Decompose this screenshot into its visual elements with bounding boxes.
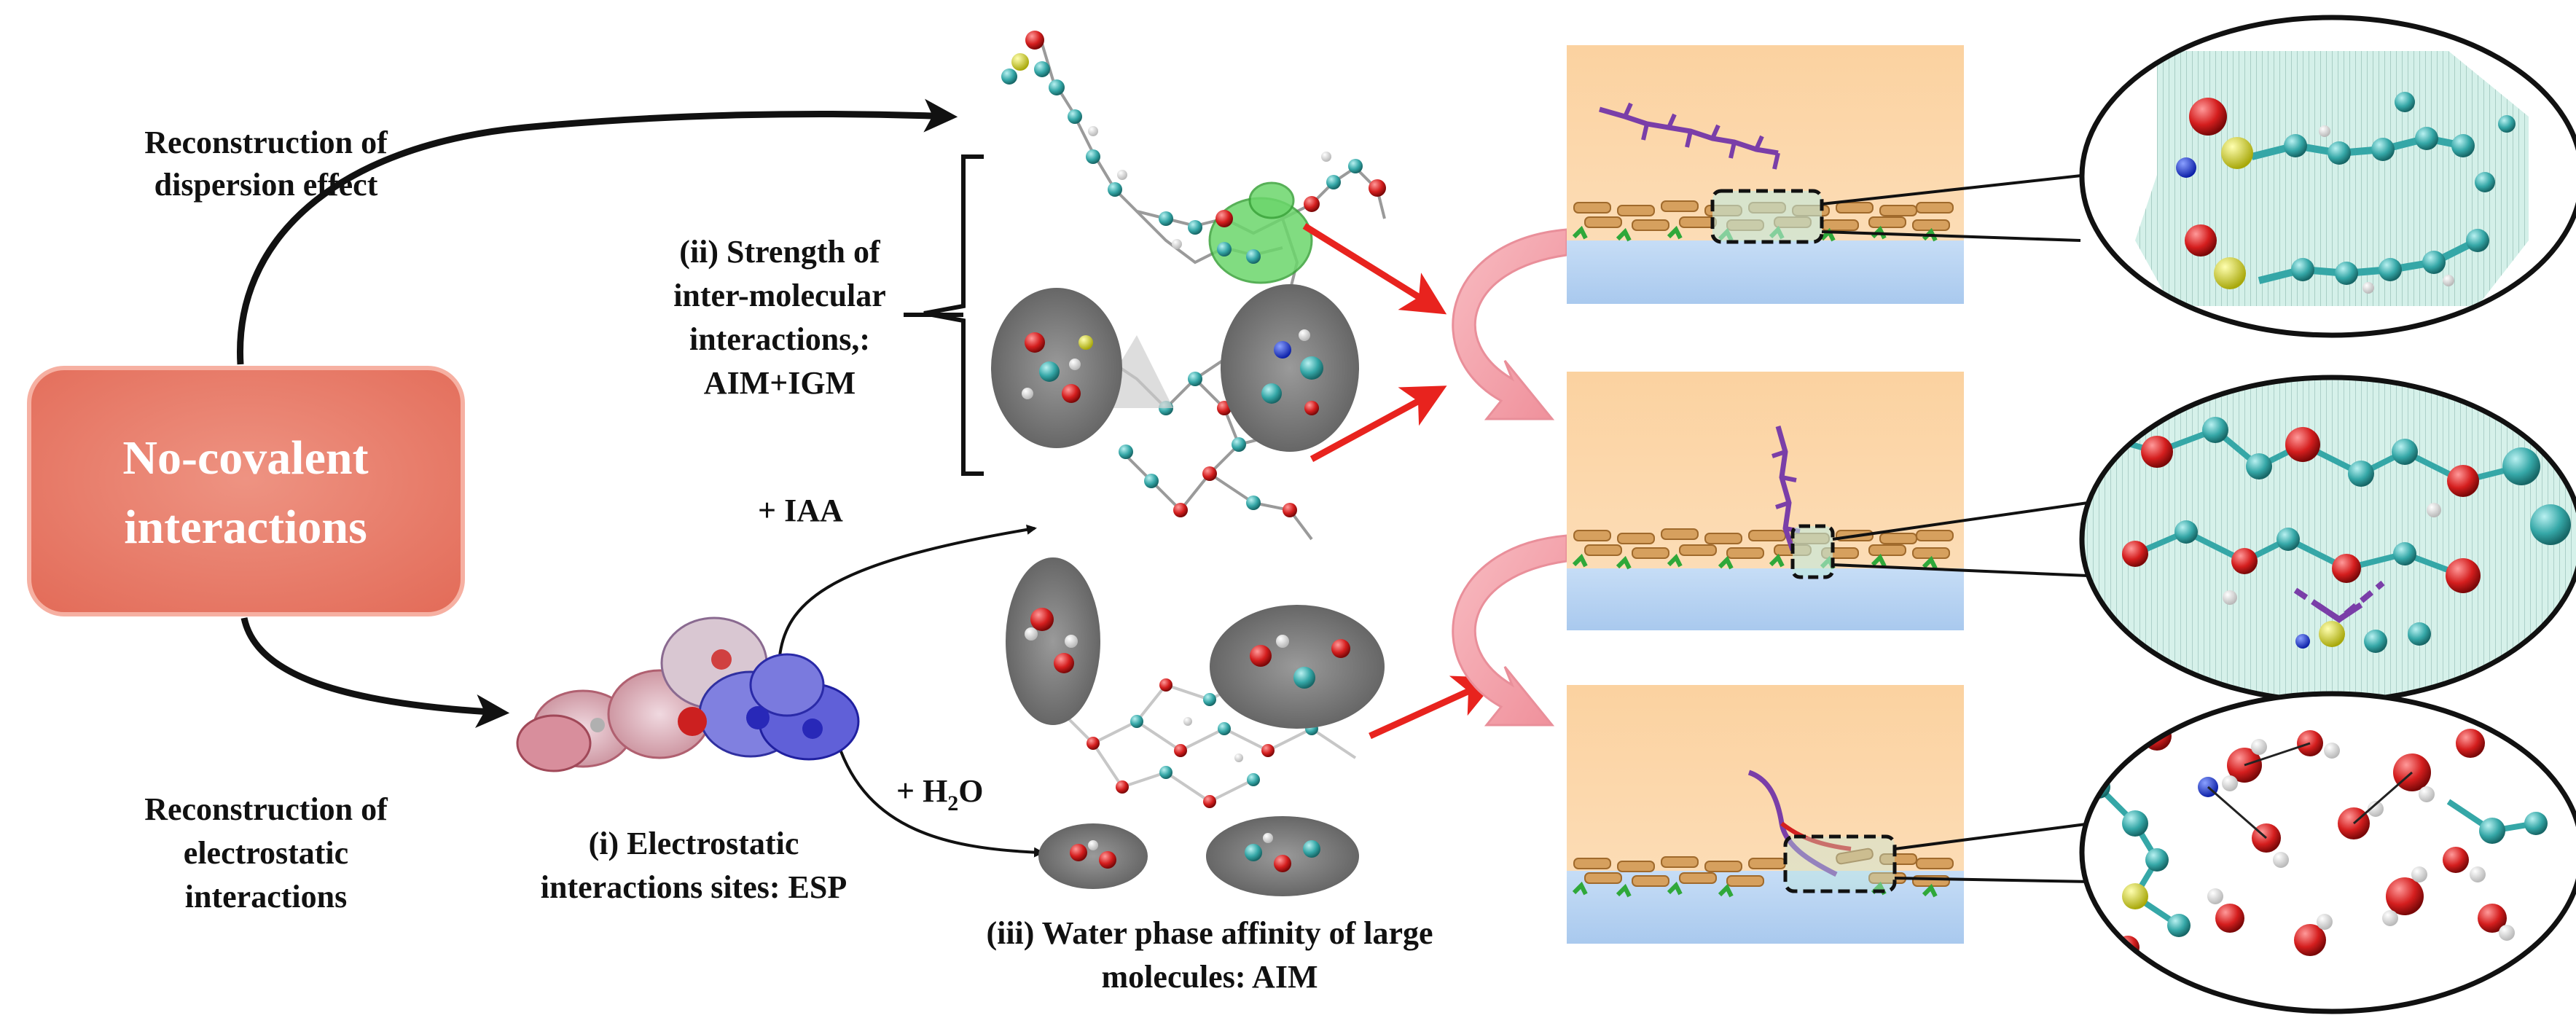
label-electrostatic-line2: electrostatic (184, 835, 348, 871)
label-strength-line3: interactions,: (689, 321, 870, 357)
label-iaa: + IAA (758, 493, 843, 528)
interface-panel-2 (1567, 372, 1964, 630)
central-box: No-covalent interactions (27, 366, 465, 616)
label-dispersion-line1: Reconstruction of (144, 125, 388, 160)
label-h2o: + H2O (896, 773, 984, 815)
arrow-esp-to-iaa (778, 524, 1037, 657)
zoom-circle-3 (2079, 691, 2576, 1014)
label-strength-line1: (ii) Strength of (679, 234, 881, 270)
igm-molecule-atoms (1001, 31, 1386, 321)
central-box-line2: interactions (124, 501, 367, 554)
pink-curve-arrow-2 (1452, 534, 1568, 727)
red-arrow-igm (1302, 223, 1447, 315)
central-box-line1: No-covalent (122, 431, 368, 485)
water-zoom-bottom-left (1038, 823, 1148, 889)
label-electrostatic-line3: interactions (185, 879, 347, 915)
label-water-line1: (iii) Water phase affinity of large (986, 915, 1433, 951)
water-zoom-top-right (1210, 605, 1385, 729)
aim-zoom-left (991, 288, 1173, 448)
interface-panel-1 (1567, 45, 1964, 304)
aim-zoom-right (1221, 284, 1359, 452)
red-arrow-water (1369, 676, 1498, 740)
label-water-line2: molecules: AIM (1102, 959, 1318, 995)
label-esp-line1: (i) Electrostatic (589, 826, 799, 861)
esp-surface-molecule (516, 616, 860, 772)
zoom-circle-2 (2079, 375, 2576, 704)
water-zoom-bottom-right (1206, 816, 1359, 896)
red-arrow-aim (1309, 385, 1447, 462)
label-esp-line2: interactions sites: ESP (541, 869, 847, 905)
pink-curve-arrow-1 (1452, 228, 1568, 420)
water-zoom-top-left (1006, 557, 1100, 725)
label-strength-line2: inter-molecular (673, 278, 886, 313)
arrow-to-electrostatic (240, 617, 510, 728)
interface-panel-3 (1567, 685, 1964, 944)
arrow-to-dispersion (237, 98, 958, 365)
zoom-connectors (1821, 173, 2092, 883)
label-dispersion-line2: dispersion effect (154, 167, 378, 203)
label-electrostatic-line1: Reconstruction of (144, 791, 388, 827)
zoom-circle-1 (2079, 15, 2576, 338)
arrow-esp-to-water (837, 743, 1044, 858)
label-strength-line4: AIM+IGM (704, 365, 856, 401)
